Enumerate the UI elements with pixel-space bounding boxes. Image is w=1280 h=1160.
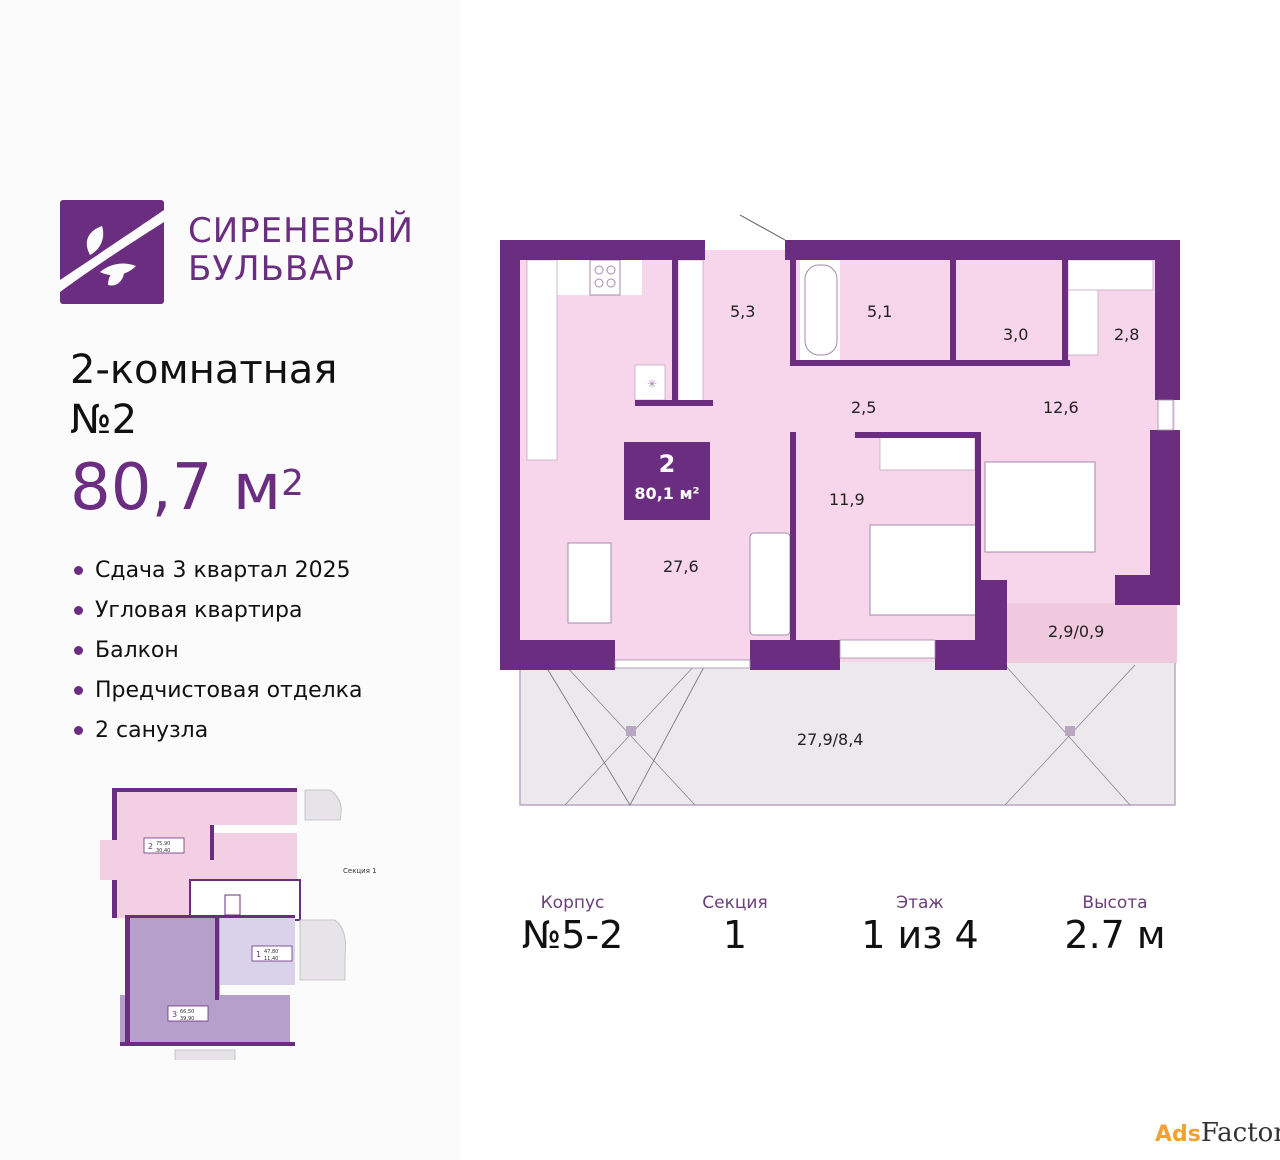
room-area-corridor: 2,5: [851, 398, 877, 417]
room-area-wardrobe: 2,8: [1114, 325, 1140, 344]
svg-text:39,90: 39,90: [180, 1016, 194, 1022]
badge-area: 80,1 м²: [634, 484, 700, 503]
bullet-icon: [74, 605, 83, 615]
bullet-icon: [74, 645, 83, 655]
feature-text: Балкон: [95, 637, 179, 663]
features-list: Сдача 3 квартал 2025 Угловая квартира Ба…: [74, 550, 362, 750]
apartment-number: №2: [70, 397, 138, 443]
watermark-part-2: Factory: [1200, 1118, 1280, 1148]
svg-text:✳: ✳: [647, 377, 657, 391]
svg-text:75,90: 75,90: [156, 841, 170, 847]
section-value: 1: [722, 913, 748, 957]
room-area-kitchen-living: 27,6: [663, 557, 699, 576]
svg-text:47,80: 47,80: [264, 949, 278, 955]
feature-item: Балкон: [74, 630, 362, 670]
apartment-type: 2-комнатная: [70, 347, 338, 393]
floor-label: Этаж: [896, 893, 944, 913]
apartment-badge: 2 80,1 м²: [624, 442, 710, 520]
height-label: Высота: [1082, 893, 1148, 913]
feature-text: Предчистовая отделка: [95, 677, 363, 703]
brand-logo: [60, 200, 164, 304]
room-area-bathroom: 5,1: [867, 302, 893, 321]
floor-overview-plan[interactable]: 2 75,90 30,40 1 47,80 11,40 3 66,50 39,9…: [100, 780, 380, 1071]
svg-text:30,40: 30,40: [156, 848, 170, 854]
floor-value: 1 из 4: [861, 913, 979, 957]
floor-plan-drawing: ✳: [500, 214, 1180, 806]
svg-text:3: 3: [172, 1010, 177, 1019]
room-area-hall: 5,3: [730, 302, 756, 321]
room-area-balcony: 2,9/0,9: [1048, 622, 1105, 641]
info-section: Секция 1: [690, 893, 780, 957]
room-area-master-bedroom: 12,6: [1043, 398, 1079, 417]
floor-overview-drawing: 2 75,90 30,40 1 47,80 11,40 3 66,50 39,9…: [100, 788, 377, 1071]
svg-text:11,40: 11,40: [264, 956, 278, 962]
bullet-icon: [74, 725, 83, 735]
building-value: №5-2: [521, 913, 624, 957]
brand-name: СИРЕНЕВЫЙ БУЛЬВАР: [188, 212, 414, 288]
svg-text:Секция 1: Секция 1: [343, 867, 377, 875]
room-area-terrace: 27,9/8,4: [797, 730, 864, 749]
adsfactory-watermark: AdsFactory: [1155, 1118, 1280, 1148]
brand-line-1: СИРЕНЕВЫЙ: [188, 211, 414, 251]
height-value: 2.7 м: [1064, 913, 1166, 957]
feature-text: 2 санузла: [95, 717, 209, 743]
bullet-icon: [74, 565, 83, 575]
area-superscript: 2: [281, 463, 305, 504]
feature-text: Угловая квартира: [95, 597, 303, 623]
feature-item: Угловая квартира: [74, 590, 362, 630]
section-label: Секция: [702, 893, 768, 913]
info-height: Высота 2.7 м: [1060, 893, 1170, 957]
branch-leaves-icon: [60, 210, 164, 292]
info-floor: Этаж 1 из 4: [855, 893, 985, 957]
svg-text:66,50: 66,50: [180, 1009, 194, 1015]
room-area-toilet: 3,0: [1003, 325, 1029, 344]
feature-item: 2 санузла: [74, 710, 362, 750]
feature-text: Сдача 3 квартал 2025: [95, 557, 351, 583]
area-value: 80,7 м: [70, 451, 282, 525]
badge-rooms: 2: [658, 450, 676, 478]
svg-text:1: 1: [256, 950, 261, 959]
apartment-floor-plan: ✳: [495, 210, 1195, 820]
watermark-part-1: Ads: [1155, 1122, 1201, 1147]
room-area-bedroom: 11,9: [829, 490, 865, 509]
svg-text:2: 2: [148, 842, 153, 851]
feature-item: Сдача 3 квартал 2025: [74, 550, 362, 590]
info-building: Корпус №5-2: [510, 893, 635, 957]
bullet-icon: [74, 685, 83, 695]
feature-item: Предчистовая отделка: [74, 670, 362, 710]
building-label: Корпус: [540, 893, 605, 913]
apartment-area: 80,7 м2: [70, 452, 304, 524]
brand-line-2: БУЛЬВАР: [188, 249, 356, 289]
